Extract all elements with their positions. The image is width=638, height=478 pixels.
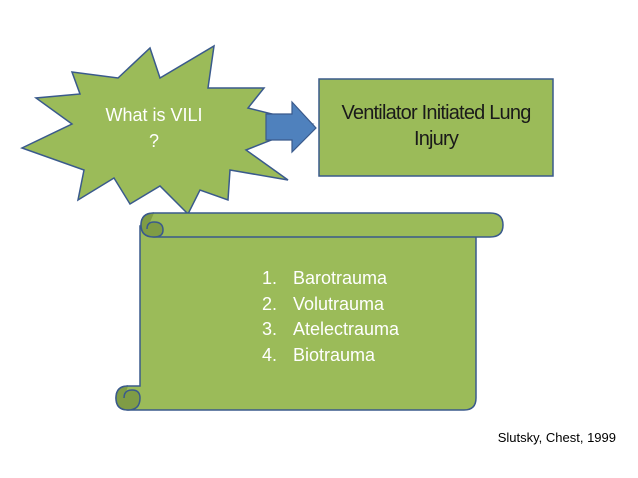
list-item-label: Barotrauma (293, 268, 388, 288)
scroll-shape (115, 212, 504, 411)
list-item: 4. Biotrauma (262, 343, 399, 369)
list-item-label: Atelectrauma (293, 319, 400, 339)
definition-text: Ventilator Initiated Lung Injury (320, 100, 552, 152)
right-arrow-icon (265, 100, 317, 154)
list-item-number: 1. (262, 268, 278, 288)
list-item-label: Volutrauma (293, 293, 385, 314)
list-item: 1. Barotrauma (262, 266, 399, 292)
list-item: 3. Atelectrauma (262, 317, 399, 343)
list-item-number: 2. (262, 293, 278, 314)
trauma-type-list: 1. Barotrauma 2. Volutrauma 3. Atelectra… (262, 266, 399, 368)
definition-box (318, 78, 554, 177)
list-item-number: 3. (262, 319, 278, 339)
starburst-question-line1: What is VILI (105, 105, 203, 125)
starburst-question-line2: ? (148, 131, 159, 151)
citation-text: Slutsky, Chest, 1999 (497, 430, 616, 445)
definition-line2: Injury (413, 128, 459, 150)
starburst-shape (20, 44, 315, 216)
list-item-label: Biotrauma (293, 344, 376, 365)
list-item: 2. Volutrauma (262, 292, 399, 318)
list-item-number: 4. (262, 344, 278, 365)
definition-line1: Ventilator Initiated Lung (341, 102, 531, 124)
starburst-question: What is VILI ? (84, 102, 224, 154)
